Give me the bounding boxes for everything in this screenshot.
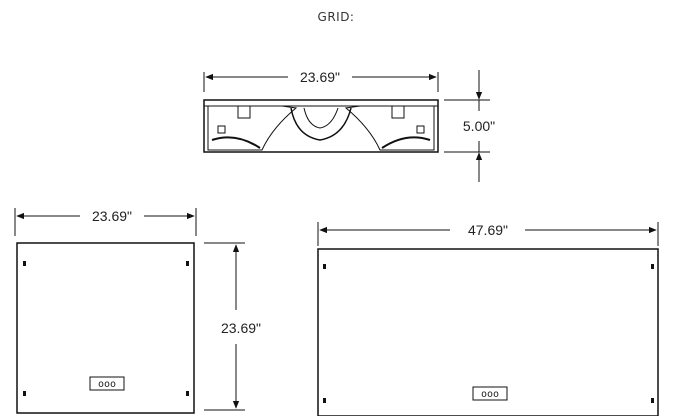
square-width-label: 23.69" xyxy=(92,208,132,224)
top-view: 23.69" 5.00" xyxy=(203,69,495,182)
left-reflector xyxy=(211,136,261,149)
long-latch-tl xyxy=(323,264,326,269)
square-latch-tl xyxy=(23,261,26,266)
top-view-height-label: 5.00" xyxy=(463,118,495,134)
square-latch-br xyxy=(186,391,189,396)
square-latch-tr xyxy=(186,261,189,266)
long-latch-bl xyxy=(323,398,326,403)
right-bracket xyxy=(391,105,405,119)
square-latch-bl xyxy=(23,391,26,396)
right-reflector xyxy=(381,136,431,149)
square-height-label: 23.69" xyxy=(221,320,261,336)
long-latch-tr xyxy=(651,264,654,269)
right-lamp-shell xyxy=(344,105,435,151)
right-clip xyxy=(416,125,425,134)
long-width-label: 47.69" xyxy=(468,222,508,238)
top-view-width-label: 23.69" xyxy=(300,69,340,85)
long-view: 47.69" ooo xyxy=(317,222,659,416)
square-badge-label: ooo xyxy=(98,379,116,390)
long-badge-label: ooo xyxy=(481,389,499,400)
square-view: 23.69" ooo 23.69" xyxy=(14,208,261,414)
long-latch-br xyxy=(651,398,654,403)
centre-housing xyxy=(290,107,352,141)
left-bracket xyxy=(237,105,251,119)
left-clip xyxy=(217,125,226,134)
left-lamp-shell xyxy=(207,105,298,151)
page-title: GRID: xyxy=(318,10,355,24)
centre-lens xyxy=(303,107,339,129)
long-connector-badge xyxy=(472,386,508,401)
square-connector-badge xyxy=(89,376,125,391)
